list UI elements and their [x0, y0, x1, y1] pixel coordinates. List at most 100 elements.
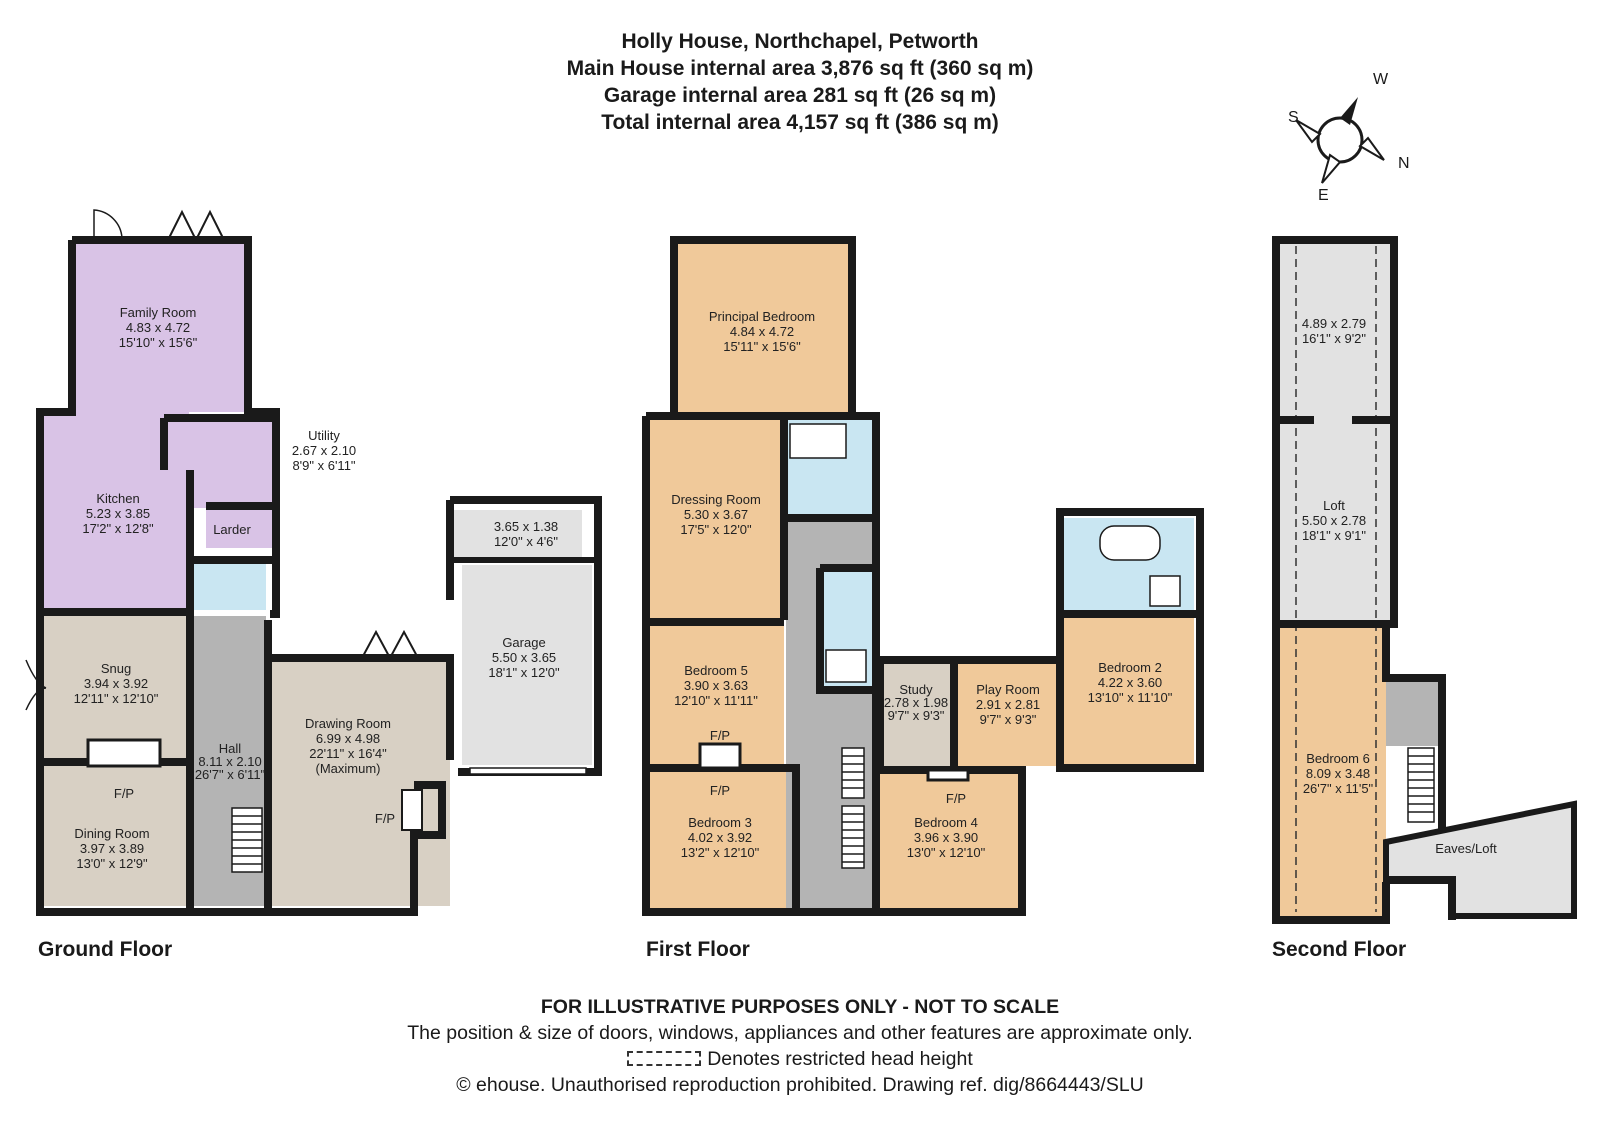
- bedroom-3-fp: F/P: [710, 783, 730, 798]
- position-note: The position & size of doors, windows, a…: [407, 1022, 1193, 1044]
- hall-name: Hall: [219, 741, 242, 756]
- dining-room-name: Dining Room: [74, 826, 149, 841]
- drawing-room-imperial: 22'11" x 16'4": [309, 746, 387, 761]
- bedroom-6-metric: 8.09 x 3.48: [1306, 766, 1370, 781]
- dashed-line-icon: [627, 1051, 702, 1066]
- garage-store-metric: 3.65 x 1.38: [494, 519, 558, 534]
- disclaimer-text: FOR ILLUSTRATIVE PURPOSES ONLY - NOT TO …: [540, 996, 1060, 1018]
- loft-metric: 5.50 x 2.78: [1302, 513, 1366, 528]
- garage-store-imperial: 12'0" x 4'6": [494, 534, 558, 549]
- ground-floor-label: Ground Floor: [38, 938, 172, 961]
- kitchen-metric: 5.23 x 3.85: [86, 506, 150, 521]
- utility-name: Utility: [308, 428, 340, 443]
- bedroom-3-metric: 4.02 x 3.92: [688, 830, 752, 845]
- utility-metric: 2.67 x 2.10: [292, 443, 356, 458]
- garage-imperial: 18'1" x 12'0": [488, 665, 560, 680]
- larder: [206, 508, 274, 548]
- dining-room-fp: F/P: [114, 786, 134, 801]
- loft-top-imperial: 16'1" x 9'2": [1302, 331, 1366, 346]
- principal-bedroom-name: Principal Bedroom: [709, 309, 815, 324]
- garage-store: [454, 510, 582, 560]
- larder-name: Larder: [213, 522, 251, 537]
- family-room: [72, 242, 244, 412]
- drawing-room-fp: F/P: [375, 811, 395, 826]
- principal-bedroom: [674, 244, 848, 414]
- second-floor-plan: 4.89 x 2.79 16'1" x 9'2" Loft 5.50 x 2.7…: [1272, 236, 1577, 961]
- utility-imperial: 8'9" x 6'11": [292, 458, 355, 473]
- drawing-room-note: (Maximum): [316, 761, 381, 776]
- bedroom-4-metric: 3.96 x 3.90: [914, 830, 978, 845]
- play-room-name: Play Room: [976, 682, 1040, 697]
- dining-room-metric: 3.97 x 3.89: [80, 841, 144, 856]
- snug-imperial: 12'11" x 12'10": [74, 691, 159, 706]
- garage-area: Garage internal area 281 sq ft (26 sq m): [603, 84, 997, 107]
- play-room: [956, 662, 1060, 766]
- hall-imperial: 26'7" x 6'11": [195, 767, 266, 782]
- utility-room: [164, 418, 274, 508]
- bedroom-2: [1064, 616, 1194, 764]
- family-room-metric: 4.83 x 4.72: [126, 320, 190, 335]
- head-height-legend: Denotes restricted head height: [0, 1046, 1600, 1072]
- head-height-note: Denotes restricted head height: [707, 1048, 973, 1070]
- eaves-loft-name: Eaves/Loft: [1435, 841, 1497, 856]
- bedroom-5-metric: 3.90 x 3.63: [684, 678, 748, 693]
- bedroom-6-imperial: 26'7" x 11'5": [1303, 781, 1374, 796]
- snug-metric: 3.94 x 3.92: [84, 676, 148, 691]
- dressing-room: [650, 420, 784, 620]
- family-room-imperial: 15'10" x 15'6": [119, 335, 198, 350]
- snug: [44, 616, 186, 762]
- dining-room: [44, 766, 186, 906]
- ground-wc: [190, 560, 266, 610]
- hall-metric: 8.11 x 2.10: [198, 754, 261, 769]
- study-name: Study: [899, 682, 933, 697]
- first-floor-plan: Principal Bedroom 4.84 x 4.72 15'11" x 1…: [642, 236, 1204, 961]
- dressing-room-name: Dressing Room: [671, 492, 761, 507]
- bedroom-5-name: Bedroom 5: [684, 663, 748, 678]
- compass-w-label: W: [1373, 71, 1389, 88]
- loft: [1280, 242, 1390, 624]
- bedroom-2-metric: 4.22 x 3.60: [1098, 675, 1162, 690]
- bedroom-3-imperial: 13'2" x 12'10": [681, 845, 760, 860]
- dining-room-imperial: 13'0" x 12'9": [76, 856, 148, 871]
- total-area: Total internal area 4,157 sq ft (386 sq …: [601, 111, 999, 134]
- kitchen-imperial: 17'2" x 12'8": [82, 521, 154, 536]
- family-room-name: Family Room: [120, 305, 197, 320]
- compass-icon: W S N E: [1288, 71, 1410, 204]
- loft-imperial: 18'1" x 9'1": [1302, 528, 1366, 543]
- bedroom-4: [876, 772, 1018, 908]
- bedroom-4-imperial: 13'0" x 12'10": [907, 845, 986, 860]
- drawing-room-metric: 6.99 x 4.98: [316, 731, 380, 746]
- play-room-metric: 2.91 x 2.81: [976, 697, 1040, 712]
- bedroom-2-name: Bedroom 2: [1098, 660, 1162, 675]
- second-floor-label: Second Floor: [1272, 938, 1406, 961]
- bedroom-4-name: Bedroom 4: [914, 815, 978, 830]
- first-floor-label: First Floor: [646, 938, 750, 961]
- bedroom-4-fp: F/P: [946, 791, 966, 806]
- loft-top-metric: 4.89 x 2.79: [1302, 316, 1366, 331]
- eaves-loft: [1386, 804, 1574, 916]
- bedroom-5-fp: F/P: [710, 728, 730, 743]
- principal-bedroom-imperial: 15'11" x 15'6": [723, 339, 801, 354]
- garage: [462, 565, 592, 765]
- plan-header: Holly House, Northchapel, Petworth Main …: [0, 28, 1600, 136]
- bedroom-6-name: Bedroom 6: [1306, 751, 1370, 766]
- study-metric: 2.78 x 1.98: [884, 695, 948, 710]
- study: [880, 662, 952, 766]
- copyright-text: © ehouse. Unauthorised reproduction proh…: [456, 1074, 1144, 1096]
- plan-footer: FOR ILLUSTRATIVE PURPOSES ONLY - NOT TO …: [0, 994, 1600, 1098]
- bedroom-2-imperial: 13'10" x 11'10": [1088, 690, 1173, 705]
- garage-name: Garage: [502, 635, 545, 650]
- study-imperial: 9'7" x 9'3": [888, 708, 945, 723]
- plan-title: Holly House, Northchapel, Petworth: [621, 30, 979, 53]
- garage-metric: 5.50 x 3.65: [492, 650, 556, 665]
- compass-e-label: E: [1318, 187, 1329, 204]
- dressing-room-metric: 5.30 x 3.67: [684, 507, 748, 522]
- snug-name: Snug: [101, 661, 131, 676]
- bedroom-3-name: Bedroom 3: [688, 815, 752, 830]
- compass-n-label: N: [1398, 155, 1410, 172]
- bedroom-5-imperial: 12'10" x 11'11": [674, 693, 758, 708]
- dressing-room-imperial: 17'5" x 12'0": [680, 522, 752, 537]
- bedroom-6: [1280, 626, 1386, 916]
- principal-bedroom-metric: 4.84 x 4.72: [730, 324, 794, 339]
